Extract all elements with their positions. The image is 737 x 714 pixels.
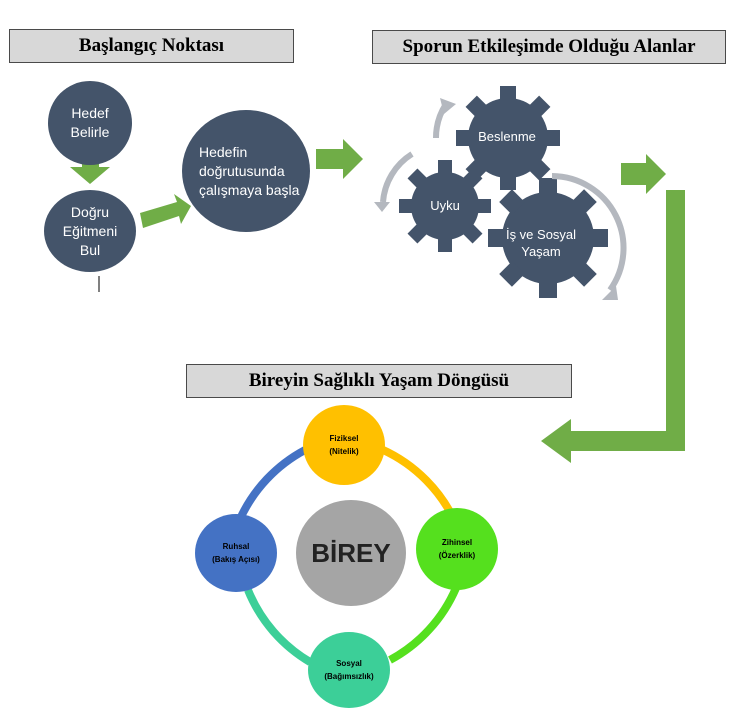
cycle-center-label: BİREY xyxy=(311,538,391,568)
cycle-physical-name: Fiziksel xyxy=(329,434,359,443)
step-set-goal-label: Hedef Belirle xyxy=(70,105,110,140)
start-point-header: Başlangıç Noktası xyxy=(9,29,294,63)
cycle-social-name: Sosyal xyxy=(336,659,362,668)
gear-work-social-label: İş ve Sosyal Yaşam xyxy=(505,227,577,259)
arrow-gears-to-column xyxy=(621,154,666,194)
cycle-mental-sub: (Özerklik) xyxy=(438,551,476,560)
cycle-mental-name: Zihinsel xyxy=(441,538,473,547)
gear-arrow-heads xyxy=(374,98,618,300)
cycle-spiritual: Ruhsal (Bakış Açısı) xyxy=(195,514,277,592)
cycle-social-sub: (Bağımsızlık) xyxy=(324,672,374,681)
arrow-coach-to-work xyxy=(140,194,191,228)
gear-nutrition-label: Beslenme xyxy=(478,129,536,144)
step-set-goal: Hedef Belirle xyxy=(48,81,132,165)
cycle-center-individual: BİREY xyxy=(296,500,406,606)
step-start-working: Hedefin doğrutusunda çalışmaya başla xyxy=(182,110,310,232)
arrow-down-goal-to-coach xyxy=(70,156,110,184)
step-find-coach-label: Doğru Eğitmeni Bul xyxy=(62,203,118,258)
step-find-coach: Doğru Eğitmeni Bul xyxy=(44,190,136,272)
step-start-working-label: Hedefin doğrutusunda çalışmaya başla xyxy=(199,143,300,198)
cycle-mental: Zihinsel (Özerklik) xyxy=(416,508,498,590)
cycle-spiritual-name: Ruhsal xyxy=(222,542,250,551)
arrow-column-to-cycle xyxy=(541,190,685,463)
arrow-work-to-gears xyxy=(316,139,363,179)
sport-areas-header: Sporun Etkileşimde Olduğu Alanlar xyxy=(372,30,726,64)
cycle-physical: Fiziksel (Nitelik) xyxy=(303,405,385,485)
cycle-physical-sub: (Nitelik) xyxy=(329,447,359,456)
gear-sleep-label: Uyku xyxy=(430,198,460,213)
cycle-social: Sosyal (Bağımsızlık) xyxy=(308,632,390,708)
cycle-spiritual-sub: (Bakış Açısı) xyxy=(212,555,260,564)
healthy-life-cycle-header: Bireyin Sağlıklı Yaşam Döngüsü xyxy=(186,364,572,398)
gear-work-social-icon xyxy=(488,178,608,298)
